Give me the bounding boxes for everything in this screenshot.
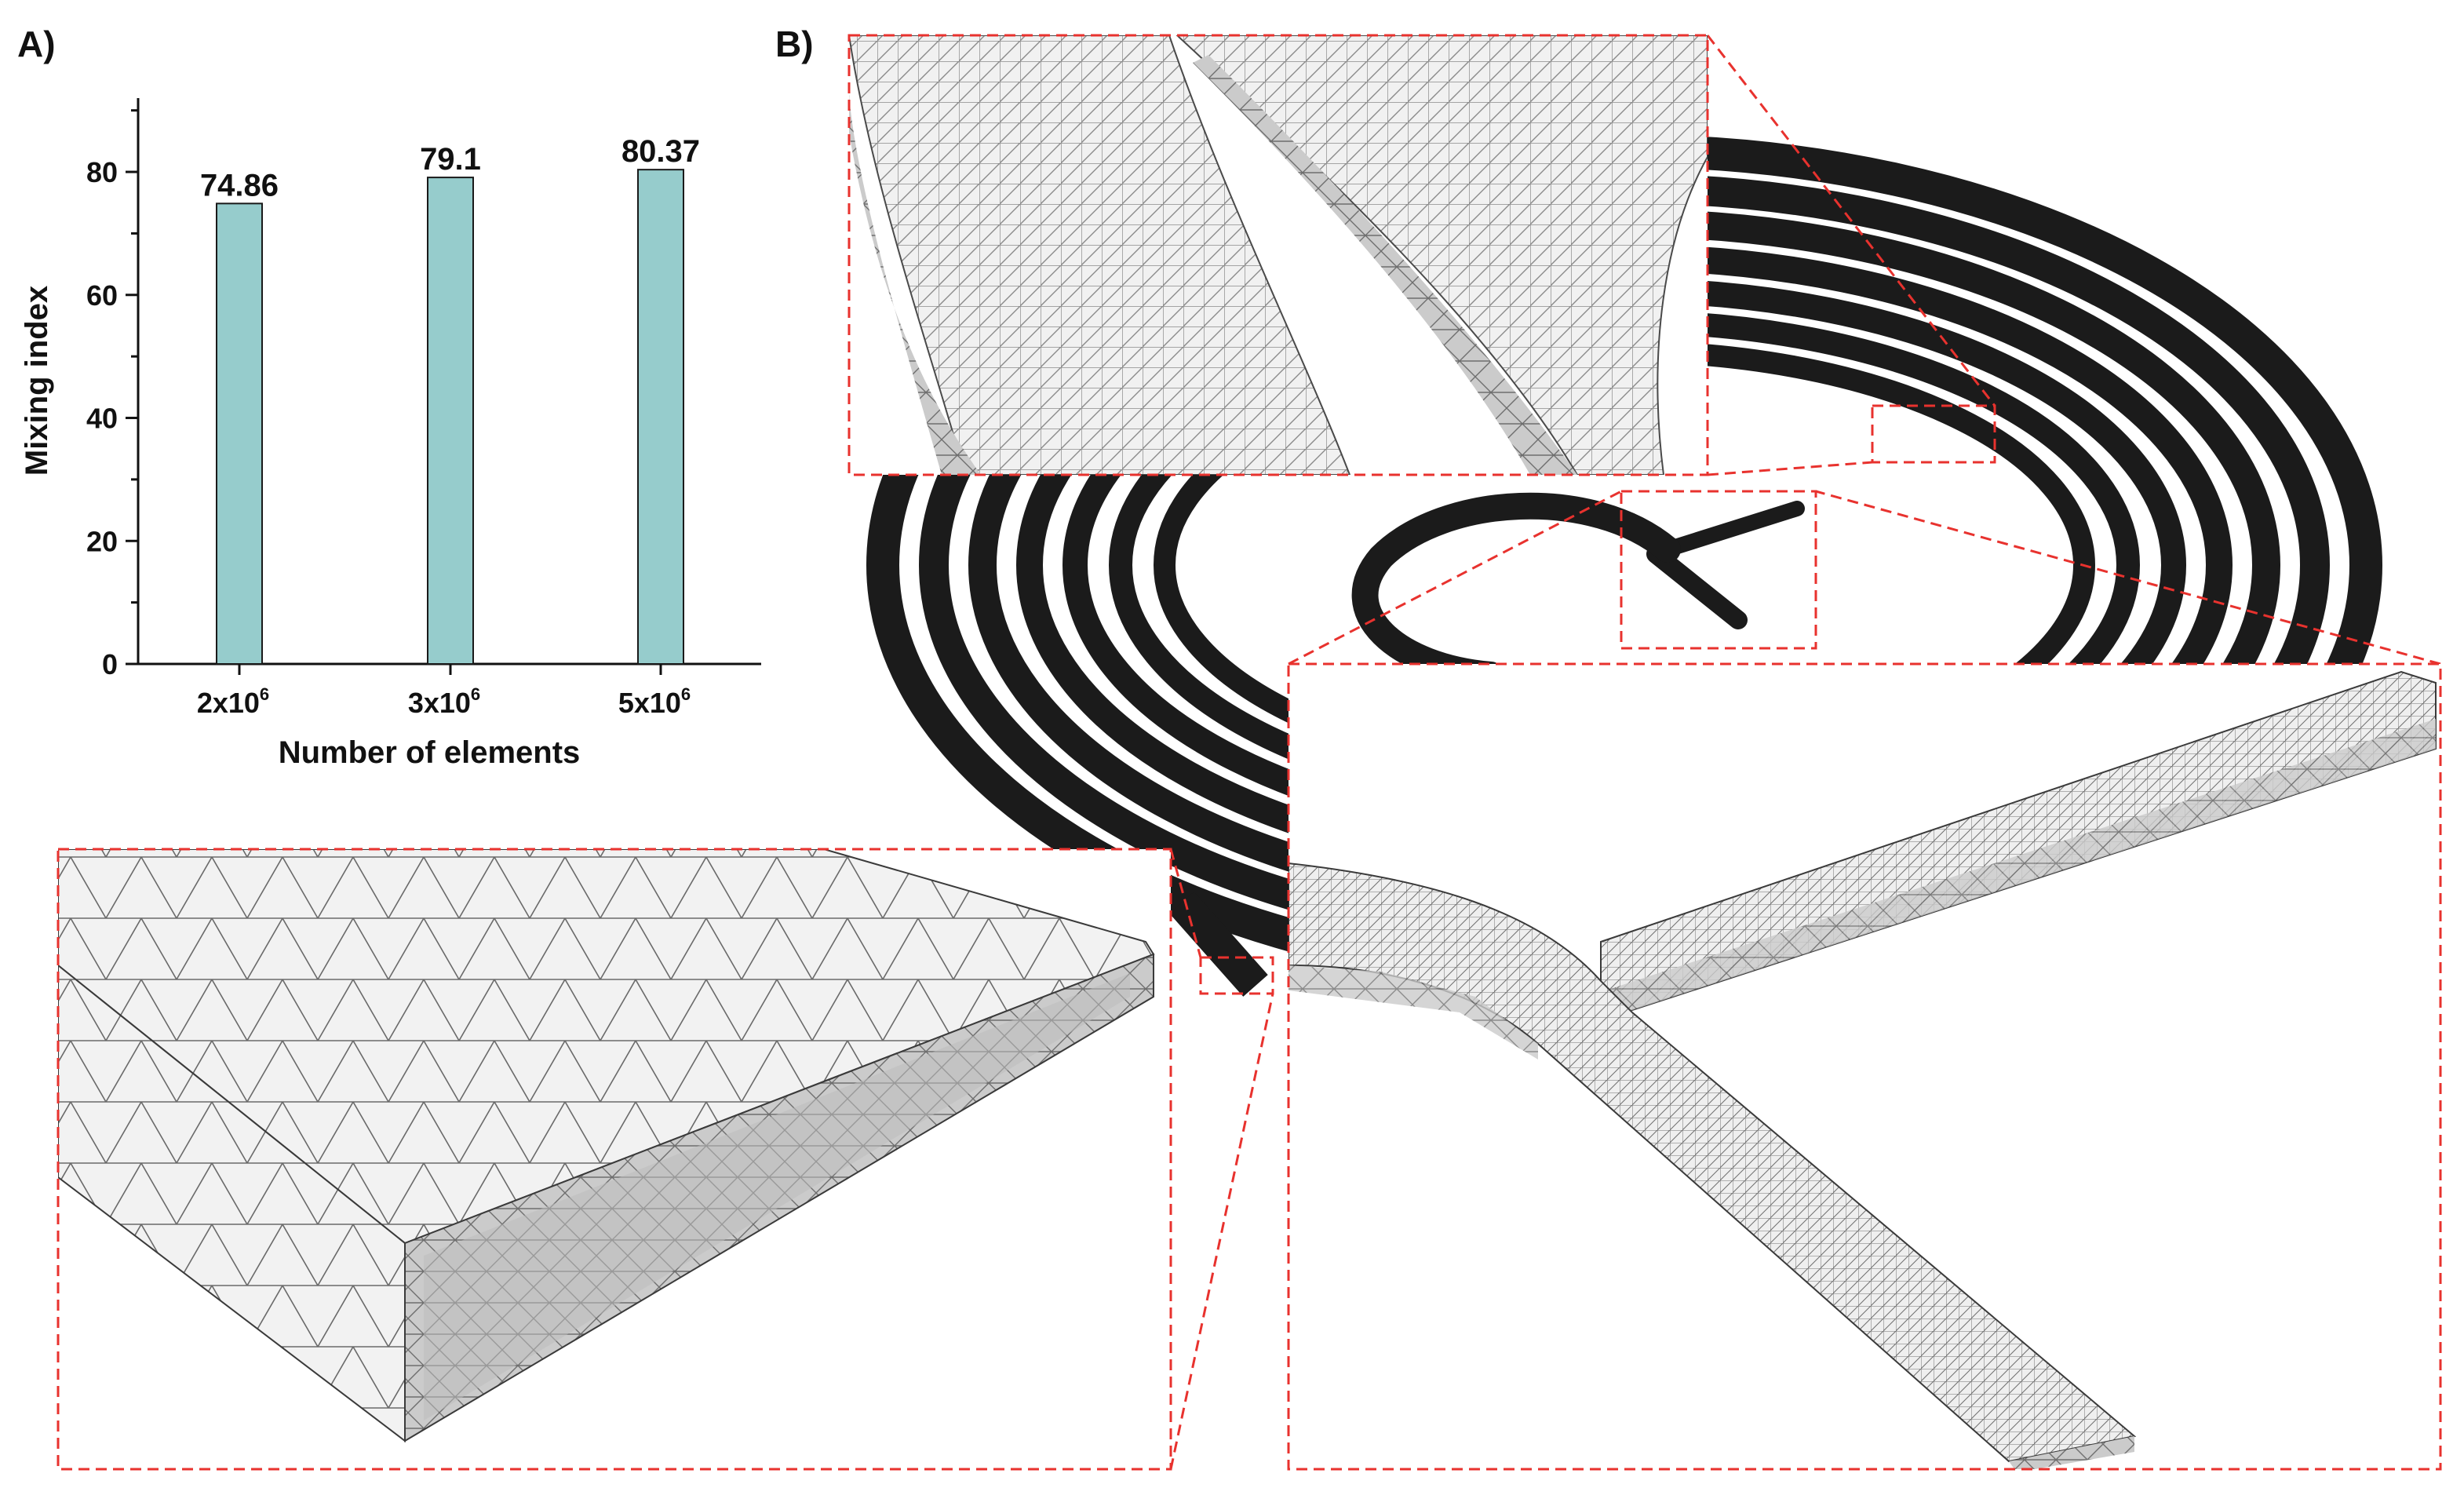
zoom-connectors — [1169, 35, 2441, 1470]
y-axis-title: Mixing index — [20, 286, 54, 476]
inner-loop — [1351, 492, 1681, 688]
bars: 74.86 79.1 80.37 — [200, 134, 700, 665]
bar-2 — [427, 177, 474, 665]
bar-1 — [216, 202, 263, 665]
x-tick-label-1: 2x106 — [197, 684, 269, 719]
x-ticks: 2x106 3x106 5x106 — [197, 664, 691, 719]
y-tick-label: 40 — [86, 403, 118, 435]
data-label-1: 74.86 — [200, 168, 279, 202]
zoom-marker-outlet — [1199, 956, 1274, 995]
inlet-branch-lower — [1646, 545, 1748, 629]
y-tick-label: 60 — [86, 279, 118, 312]
x-tick-label-2: 3x106 — [408, 684, 480, 719]
inlet-branch-upper — [1660, 501, 1805, 557]
x-axis-title: Number of elements — [279, 735, 581, 770]
y-ticks: 0 20 40 60 80 — [86, 109, 138, 680]
inset-outlet-mesh — [56, 848, 1172, 1471]
inset-inlet-junction-mesh — [1287, 662, 2442, 1471]
data-label-3: 80.37 — [621, 134, 700, 169]
outlet-tail — [1169, 892, 1268, 997]
y-tick-label: 80 — [86, 156, 118, 188]
y-tick-label: 20 — [86, 525, 118, 557]
inset-channel-mesh-top — [847, 34, 1709, 476]
panel-a-label: A) — [17, 24, 56, 64]
y-tick-label: 0 — [102, 648, 118, 680]
bar-3 — [637, 169, 684, 665]
data-label-2: 79.1 — [420, 142, 481, 177]
x-tick-label-3: 5x106 — [618, 684, 691, 719]
zoom-marker-inlet — [1620, 490, 1817, 650]
bar-chart: 0 20 40 60 80 74.86 79.1 80.37 2x106 3x106 5x106… — [20, 98, 761, 770]
zoom-marker-top — [1871, 404, 1996, 464]
panel-b-label: B) — [775, 24, 814, 64]
